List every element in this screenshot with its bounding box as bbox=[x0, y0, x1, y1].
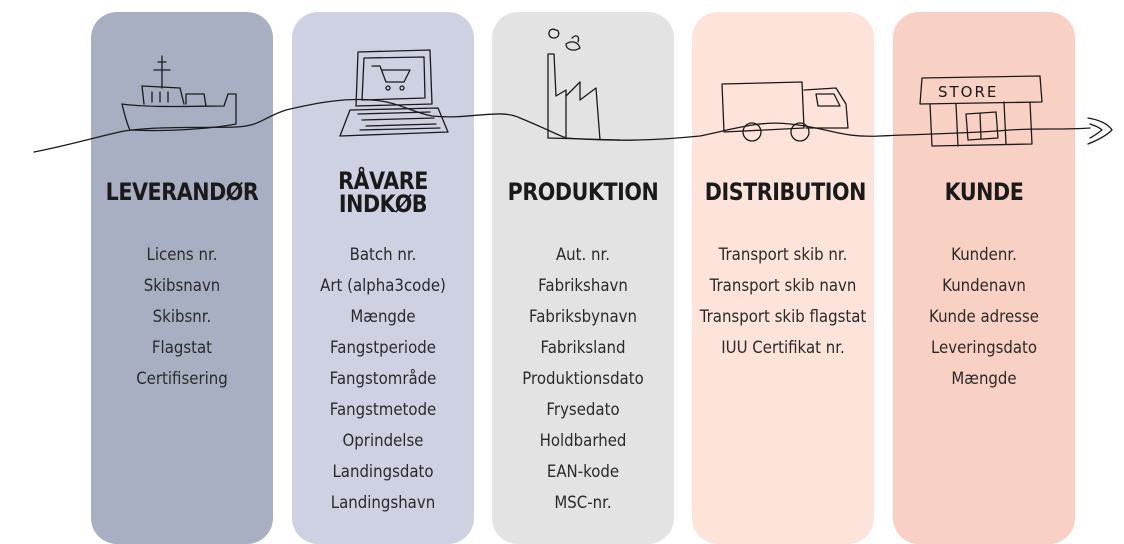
list-item: Batch nr. bbox=[349, 245, 417, 265]
list-item: Fangstmetode bbox=[329, 400, 437, 420]
list-item: IUU Certifikat nr. bbox=[721, 338, 845, 358]
stage-fields-list: Licens nr. Skibsnavn Skibsnr. Flagstat C… bbox=[93, 240, 271, 395]
list-item: Kundenavn bbox=[942, 276, 1026, 296]
stage-title-line: INDKØB bbox=[338, 190, 428, 218]
list-item: Mængde bbox=[350, 307, 416, 327]
stage-fields-list: Batch nr. Art (alpha3code) Mængde Fangst… bbox=[294, 240, 472, 519]
list-item: Aut. nr. bbox=[555, 245, 611, 265]
stage-fields-list: Aut. nr. Fabrikshavn Fabriksbynavn Fabri… bbox=[494, 240, 672, 519]
list-item: Fabriksland bbox=[540, 338, 626, 358]
list-item: Holdbarhed bbox=[539, 431, 627, 451]
supply-chain-sketch: STORE bbox=[33, 28, 1113, 153]
stage-title: LEVERANDØR bbox=[105, 178, 259, 206]
list-item: Flagstat bbox=[151, 338, 213, 358]
arrow-head-icon bbox=[1087, 117, 1113, 145]
panel-leverandor bbox=[91, 12, 273, 544]
list-item: Skibsnavn bbox=[143, 276, 221, 296]
list-item: EAN-kode bbox=[546, 462, 620, 482]
list-item: Oprindelse bbox=[342, 431, 424, 451]
laptop-shopping-cart-icon bbox=[339, 49, 449, 137]
list-item: Frysedato bbox=[546, 400, 620, 420]
list-item: Kunde adresse bbox=[929, 307, 1039, 327]
store-sign-text: STORE bbox=[938, 83, 998, 101]
list-item: Fabrikshavn bbox=[538, 276, 628, 296]
list-item: Produktionsdato bbox=[522, 369, 644, 389]
list-item: Transport skib flagstat bbox=[699, 307, 867, 327]
list-item: Transport skib nr. bbox=[718, 245, 848, 265]
list-item: Fangstområde bbox=[329, 369, 437, 389]
list-item: Landingshavn bbox=[330, 493, 436, 513]
flow-line bbox=[33, 98, 1091, 153]
list-item: Transport skib navn bbox=[709, 276, 857, 296]
list-item: Fangstperiode bbox=[330, 338, 436, 358]
list-item: Fabriksbynavn bbox=[529, 307, 637, 327]
panel-kunde bbox=[893, 12, 1075, 544]
ship-icon bbox=[121, 55, 237, 132]
list-item: Kundenr. bbox=[951, 245, 1017, 265]
list-item: Art (alpha3code) bbox=[320, 276, 446, 296]
stage-title-line: RÅVARE bbox=[338, 167, 428, 195]
factory-icon bbox=[547, 28, 621, 141]
list-item: MSC-nr. bbox=[554, 493, 612, 513]
stage-title: PRODUKTION bbox=[507, 178, 659, 206]
stage-fields-list: Transport skib nr. Transport skib navn T… bbox=[694, 240, 872, 364]
panel-produktion bbox=[492, 12, 674, 544]
list-item: Leveringsdato bbox=[930, 338, 1038, 358]
stage-title: DISTRIBUTION bbox=[704, 178, 867, 206]
store-icon: STORE bbox=[919, 75, 1043, 147]
list-item: Licens nr. bbox=[146, 245, 218, 265]
list-item: Skibsnr. bbox=[152, 307, 212, 327]
truck-icon bbox=[721, 81, 849, 142]
list-item: Landingsdato bbox=[332, 462, 434, 482]
list-item: Mængde bbox=[951, 369, 1017, 389]
stage-title: RÅVARE INDKØB bbox=[305, 167, 462, 218]
stage-title: KUNDE bbox=[944, 178, 1024, 206]
stage-fields-list: Kundenr. Kundenavn Kunde adresse Leverin… bbox=[895, 240, 1073, 395]
list-item: Certifisering bbox=[136, 369, 228, 389]
